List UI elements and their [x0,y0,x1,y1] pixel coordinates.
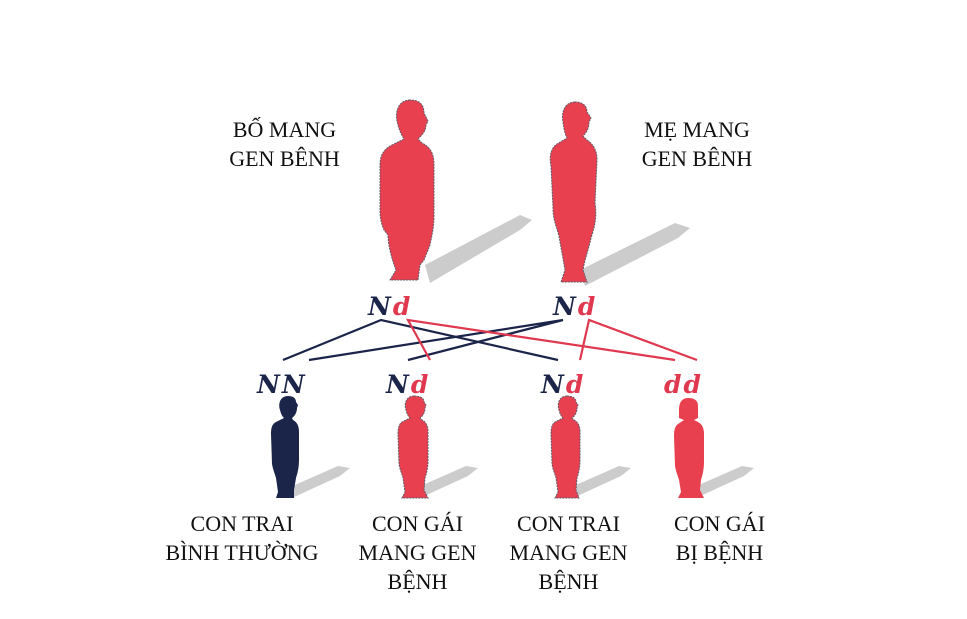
child-3-allele-2: d [565,370,586,399]
child-4-label-line1: CON GÁI [673,511,766,536]
father-label-line2: GEN BÊNH [229,146,340,171]
child-1-label-line2: BÌNH THƯỜNG [165,540,319,565]
father-label: BỐ MANG GEN BÊNH [222,115,347,173]
mother-allele-1: N [553,292,578,321]
father-allele-2: d [392,292,413,321]
girl-affected-silhouette-icon [674,398,754,498]
child-1-genotype: NN [257,370,307,399]
child-2-label-line3: BỆNH [387,569,448,594]
mother-genotype: Nd [553,292,597,321]
child-2-allele-1: N [386,370,411,399]
child-3-allele-1: N [541,370,566,399]
disease-allele-lines [405,318,698,362]
girl-carrier-silhouette-icon [397,395,478,499]
child-4-allele-1: d [664,370,684,399]
mother-allele-2: d [577,292,598,321]
boy-normal-silhouette-icon [271,396,350,498]
man-silhouette-icon [379,99,532,283]
mother-label: MẸ MANG GEN BÊNH [632,115,762,173]
woman-silhouette-icon [549,101,690,286]
father-label-line1: BỐ MANG [232,117,337,142]
mother-label-line1: MẸ MANG [644,117,750,142]
child-3-label: CON TRAI MANG GEN BỆNH [496,509,641,596]
normal-allele-lines [282,318,564,362]
child-1-allele-1: N [257,370,282,399]
child-3-label-line3: BỆNH [538,569,599,594]
child-3-label-line1: CON TRAI [517,511,620,536]
child-1-label-line1: CON TRAI [190,511,294,536]
child-2-genotype: Nd [386,370,430,399]
father-genotype: Nd [368,292,412,321]
child-4-allele-2: d [683,370,703,399]
child-4-label-line2: BỊ BỆNH [675,540,764,565]
father-allele-1: N [368,292,393,321]
child-1-label: CON TRAI BÌNH THƯỜNG [152,509,332,567]
child-2-label: CON GÁI MANG GEN BỆNH [345,509,490,596]
boy-carrier-silhouette-icon [550,395,631,499]
child-4-genotype: dd [664,370,703,399]
child-3-genotype: Nd [541,370,585,399]
child-2-allele-2: d [410,370,431,399]
child-4-label: CON GÁI BỊ BỆNH [652,509,787,567]
child-3-label-line2: MANG GEN [509,540,628,565]
child-1-allele-2: N [281,370,307,399]
child-2-label-line1: CON GÁI [371,511,464,536]
child-2-label-line2: MANG GEN [358,540,477,565]
mother-label-line2: GEN BÊNH [641,146,753,171]
